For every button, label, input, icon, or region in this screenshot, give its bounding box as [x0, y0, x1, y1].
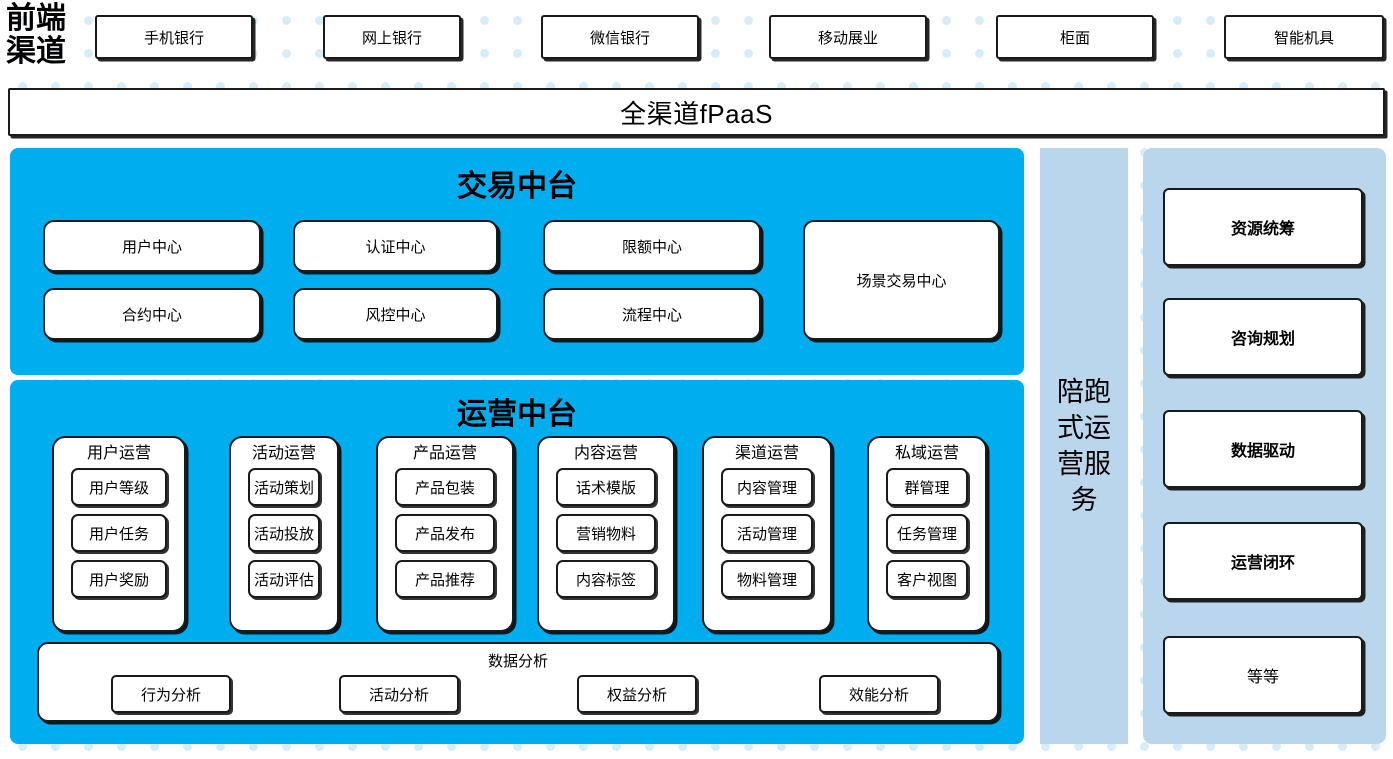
accompanying-operation-service-band: 陪跑式运营服务: [1040, 148, 1128, 744]
operations-item-chip[interactable]: 用户奖励: [71, 560, 167, 598]
operations-item-chip[interactable]: 内容管理: [721, 468, 813, 506]
service-card-2[interactable]: 咨询规划: [1163, 298, 1363, 376]
service-card-1[interactable]: 资源统筹: [1163, 188, 1363, 266]
operations-item-chip[interactable]: 产品发布: [395, 514, 495, 552]
operations-platform-title: 运营中台: [457, 398, 577, 431]
channel-box-5[interactable]: 柜面: [996, 15, 1154, 59]
operations-item-chip[interactable]: 群管理: [886, 468, 968, 506]
accompanying-operation-service-label: 陪跑式运营服务: [1057, 377, 1111, 515]
transaction-center-box-7[interactable]: 场景交易中心: [803, 220, 1000, 340]
data-analysis-title: 数据分析: [487, 653, 548, 670]
transaction-center-box-1[interactable]: 用户中心: [43, 220, 261, 272]
operations-item-chip[interactable]: 用户任务: [71, 514, 167, 552]
frontend-channel-label: 前端 渠道: [6, 2, 66, 68]
transaction-center-box-3[interactable]: 限额中心: [543, 220, 761, 272]
data-analysis-chip-3[interactable]: 权益分析: [577, 675, 697, 713]
operations-column-1: 用户运营用户等级用户任务用户奖励: [52, 436, 186, 632]
channel-box-3[interactable]: 微信银行: [541, 15, 699, 59]
operations-item-chip[interactable]: 营销物料: [556, 514, 656, 552]
transaction-center-box-5[interactable]: 风控中心: [293, 288, 498, 340]
operations-column-2: 活动运营活动策划活动投放活动评估: [229, 436, 339, 632]
operations-column-title: 用户运营: [86, 445, 151, 462]
service-card-column: 资源统筹咨询规划数据驱动运营闭环等等: [1143, 148, 1386, 744]
operations-item-chip[interactable]: 内容标签: [556, 560, 656, 598]
operations-item-chip[interactable]: 活动评估: [248, 560, 320, 598]
service-card-5[interactable]: 等等: [1163, 636, 1363, 714]
operations-item-chip[interactable]: 产品推荐: [395, 560, 495, 598]
channel-box-1[interactable]: 手机银行: [95, 15, 253, 59]
operations-item-chip[interactable]: 活动策划: [248, 468, 320, 506]
transaction-center-box-4[interactable]: 合约中心: [43, 288, 261, 340]
operations-column-title: 内容运营: [573, 445, 638, 462]
operations-column-title: 渠道运营: [734, 445, 799, 462]
operations-item-chip[interactable]: 任务管理: [886, 514, 968, 552]
operations-column-title: 产品运营: [412, 445, 477, 462]
operations-item-chip[interactable]: 用户等级: [71, 468, 167, 506]
service-card-4[interactable]: 运营闭环: [1163, 522, 1363, 600]
transaction-center-box-6[interactable]: 流程中心: [543, 288, 761, 340]
operations-column-6: 私域运营群管理任务管理客户视图: [867, 436, 987, 632]
operations-item-chip[interactable]: 产品包装: [395, 468, 495, 506]
operations-item-chip[interactable]: 话术模版: [556, 468, 656, 506]
operations-item-chip[interactable]: 客户视图: [886, 560, 968, 598]
transaction-platform-panel: 交易中台 用户中心认证中心限额中心合约中心风控中心流程中心场景交易中心: [10, 148, 1024, 375]
operations-column-title: 私域运营: [894, 445, 959, 462]
transaction-platform-title: 交易中台: [457, 170, 577, 203]
operations-column-4: 内容运营话术模版营销物料内容标签: [537, 436, 675, 632]
omnichannel-fpaas-bar[interactable]: 全渠道fPaaS: [8, 88, 1385, 136]
channel-box-4[interactable]: 移动展业: [769, 15, 927, 59]
operations-platform-panel: 运营中台 用户运营用户等级用户任务用户奖励活动运营活动策划活动投放活动评估产品运…: [10, 380, 1024, 744]
transaction-center-box-2[interactable]: 认证中心: [293, 220, 498, 272]
operations-column-3: 产品运营产品包装产品发布产品推荐: [376, 436, 514, 632]
operations-column-5: 渠道运营内容管理活动管理物料管理: [702, 436, 832, 632]
service-card-3[interactable]: 数据驱动: [1163, 410, 1363, 488]
data-analysis-panel: 数据分析 行为分析 活动分析 权益分析 效能分析: [37, 642, 999, 722]
data-analysis-chip-1[interactable]: 行为分析: [111, 675, 231, 713]
operations-item-chip[interactable]: 活动管理: [721, 514, 813, 552]
channel-box-2[interactable]: 网上银行: [323, 15, 461, 59]
channel-box-6[interactable]: 智能机具: [1224, 15, 1384, 59]
operations-item-chip[interactable]: 物料管理: [721, 560, 813, 598]
operations-item-chip[interactable]: 活动投放: [248, 514, 320, 552]
operations-column-title: 活动运营: [251, 445, 316, 462]
data-analysis-chip-2[interactable]: 活动分析: [339, 675, 459, 713]
data-analysis-chip-4[interactable]: 效能分析: [819, 675, 939, 713]
